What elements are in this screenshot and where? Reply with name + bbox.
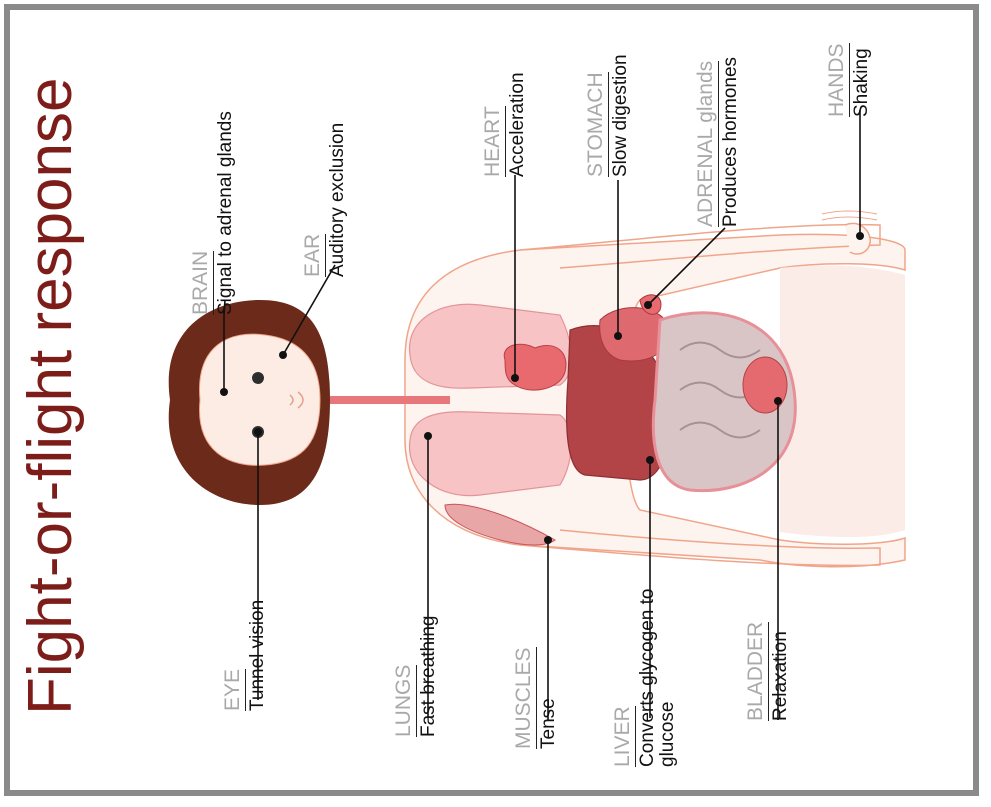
label-hands: HANDS Shaking [826, 43, 872, 117]
label-heart: HEART Acceleration [482, 72, 528, 177]
label-ear-desc: Auditory exclusion [328, 123, 348, 277]
label-brain: BRAIN Signal to adrenal glands [190, 111, 236, 315]
label-stomach-name: STOMACH [585, 72, 609, 177]
label-adrenal: ADRENAL glands Produces hormones [695, 57, 741, 227]
label-stomach-desc: Slow digestion [611, 54, 631, 177]
label-eye-name: EYE [222, 669, 246, 711]
label-adrenal-desc: Produces hormones [721, 57, 741, 227]
label-brain-desc: Signal to adrenal glands [216, 111, 236, 315]
label-stomach: STOMACH Slow digestion [585, 54, 631, 177]
label-hands-desc: Shaking [852, 43, 872, 117]
label-muscles-name: MUSCLES [513, 647, 537, 749]
label-muscles: MUSCLES Tense [513, 647, 559, 749]
label-lungs-name: LUNGS [393, 665, 417, 737]
label-liver: LIVER Converts glycogen to glucose [612, 542, 678, 767]
label-bladder: BLADDER Relaxation [745, 622, 791, 721]
label-hands-name: HANDS [826, 43, 850, 117]
label-brain-name: BRAIN [190, 251, 214, 315]
label-ear-name: EAR [302, 234, 326, 277]
label-lungs: LUNGS Fast breathing [393, 616, 439, 737]
label-bladder-desc: Relaxation [771, 622, 791, 721]
label-lungs-desc: Fast breathing [419, 616, 439, 737]
label-eye-desc: Tunnel vision [248, 600, 268, 711]
label-muscles-desc: Tense [539, 647, 559, 749]
diagram-title: Fight-or-flight response [20, 78, 82, 716]
label-ear: EAR Auditory exclusion [302, 123, 348, 277]
label-liver-name: LIVER [612, 706, 636, 767]
label-adrenal-name: ADRENAL glands [695, 61, 719, 227]
label-bladder-name: BLADDER [745, 622, 769, 721]
label-heart-name: HEART [482, 106, 506, 177]
label-liver-desc: Converts glycogen to glucose [638, 542, 678, 767]
label-eye: EYE Tunnel vision [222, 600, 268, 711]
label-heart-desc: Acceleration [508, 72, 528, 177]
